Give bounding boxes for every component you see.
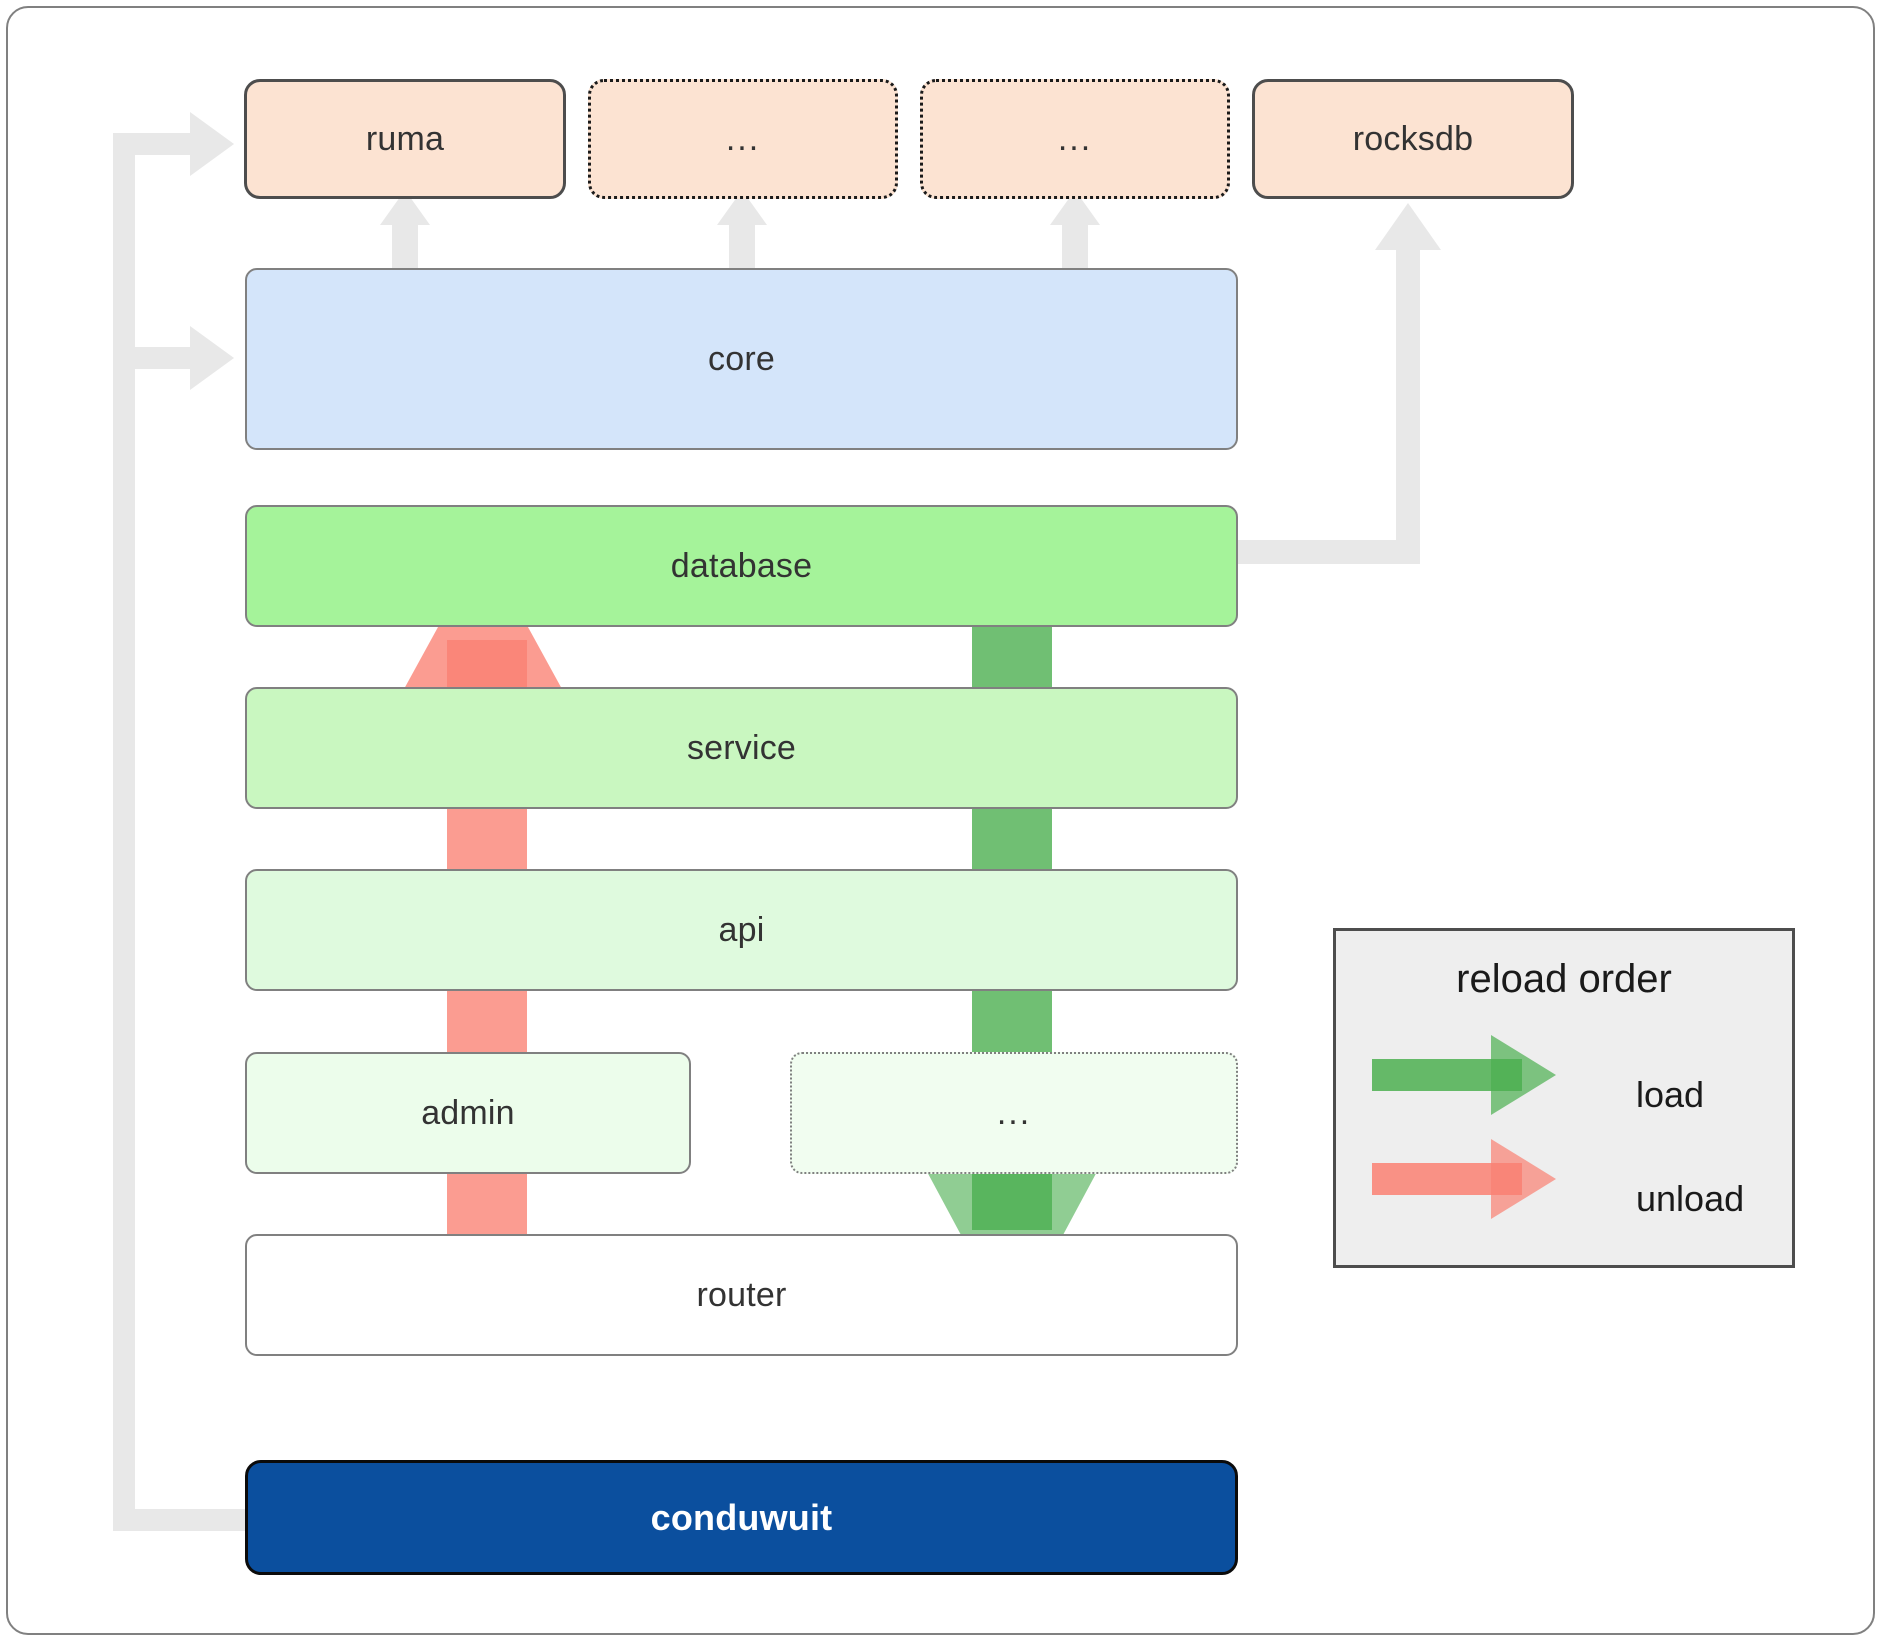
node-dots-3[interactable]: ... xyxy=(790,1052,1238,1174)
node-rocksdb-label: rocksdb xyxy=(1352,119,1474,158)
node-dots-2-label: ... xyxy=(1057,119,1093,158)
legend-unload-arrow-icon xyxy=(1372,1139,1556,1219)
node-conduwuit[interactable]: conduwuit xyxy=(245,1460,1238,1575)
node-core[interactable]: core xyxy=(245,268,1238,450)
legend: reload order load unload xyxy=(1333,928,1795,1268)
node-service[interactable]: service xyxy=(245,687,1238,809)
node-admin[interactable]: admin xyxy=(245,1052,691,1174)
node-ruma[interactable]: ruma xyxy=(244,79,566,199)
node-conduwuit-label: conduwuit xyxy=(650,1496,833,1538)
node-database-label: database xyxy=(670,546,813,585)
node-rocksdb[interactable]: rocksdb xyxy=(1252,79,1574,199)
legend-item-load-label: load xyxy=(1636,1074,1705,1115)
node-core-label: core xyxy=(708,339,775,378)
node-ruma-label: ruma xyxy=(365,119,445,158)
node-database[interactable]: database xyxy=(245,505,1238,627)
legend-arrows xyxy=(1372,1035,1556,1219)
node-service-label: service xyxy=(686,728,797,767)
legend-item-unload-label: unload xyxy=(1636,1178,1745,1219)
node-dots-2[interactable]: ... xyxy=(920,79,1230,199)
legend-load-arrow-icon xyxy=(1372,1035,1556,1115)
diagram-frame xyxy=(6,6,1875,1635)
node-router-label: router xyxy=(696,1275,787,1314)
node-router[interactable]: router xyxy=(245,1234,1238,1356)
node-admin-label: admin xyxy=(421,1093,515,1132)
node-dots-1-label: ... xyxy=(725,119,761,158)
node-api[interactable]: api xyxy=(245,869,1238,991)
node-api-label: api xyxy=(718,910,765,949)
node-dots-1[interactable]: ... xyxy=(588,79,898,199)
legend-title: reload order xyxy=(1456,957,1672,1001)
node-dots-3-label: ... xyxy=(996,1093,1032,1132)
